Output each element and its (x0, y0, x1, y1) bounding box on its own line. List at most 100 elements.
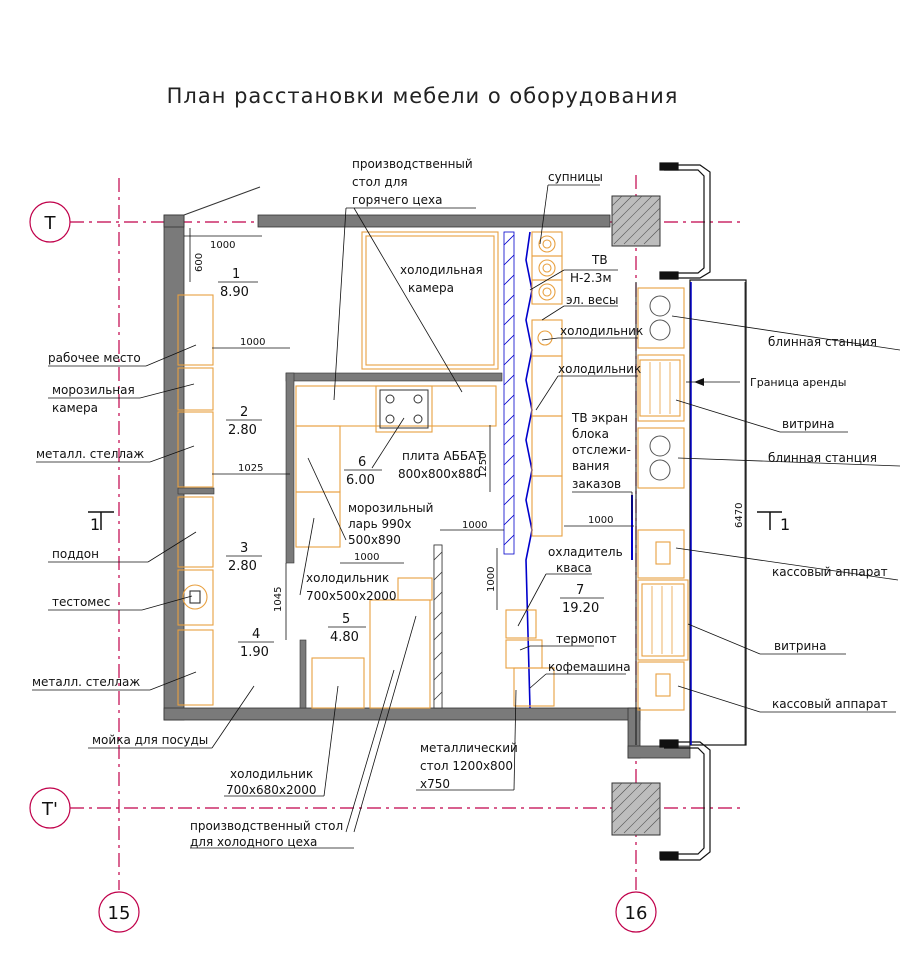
room-4-number: 4 (252, 627, 260, 642)
label-mixer: тестомес (52, 595, 110, 609)
label-freezer-chest-2: ларь 990х (348, 517, 412, 531)
label-cash-2: кассовый аппарат (772, 697, 888, 711)
label-freezer-room-2: камера (52, 401, 98, 415)
label-showcase-2: витрина (774, 639, 826, 653)
label-fridge-4-size: 700х680х2000 (226, 783, 317, 797)
dim-1000-a: 1000 (210, 240, 235, 251)
label-cold-room-1: холодильная (400, 263, 483, 277)
cash-symbols (655, 541, 671, 697)
dim-1025: 1025 (238, 463, 263, 474)
label-kvass-1: охладитель (548, 545, 623, 559)
room-1-area: 8.90 (220, 285, 249, 300)
hatched-walls (503, 231, 515, 555)
label-kvass-2: кваса (556, 561, 592, 575)
label-tv-screen-4: вания (572, 459, 609, 473)
blini-plates (649, 295, 671, 481)
label-thermopot: термопот (556, 632, 617, 646)
room-3-area: 2.80 (228, 559, 257, 574)
label-fridge-3: холодильник (306, 571, 389, 585)
opening-line (183, 186, 261, 216)
lease-arrow-head (694, 378, 704, 386)
columns (611, 195, 661, 836)
room-2-area: 2.80 (228, 423, 257, 438)
axis-16-label: 16 (625, 903, 648, 924)
room-5-number: 5 (342, 612, 350, 627)
dim-1000-f: 1000 (588, 515, 613, 526)
blue-partition (525, 231, 533, 709)
room-5-area: 4.80 (330, 630, 359, 645)
label-stove-2: 800х800х880 (398, 467, 481, 481)
equipment (177, 231, 689, 711)
leader-lines (32, 184, 900, 849)
dimension-lines (184, 228, 746, 745)
dim-1000-e: 1000 (486, 567, 497, 592)
dim-6470: 6470 (734, 503, 745, 528)
drawing-title: План расстановки мебели о оборудования (166, 84, 679, 108)
section-right-label: 1 (780, 515, 790, 534)
label-stove-1: плита АББАТ (402, 449, 484, 463)
label-tv-screen-1: ТВ экран (571, 411, 628, 425)
mixer-symbol (182, 584, 208, 610)
label-lease: Граница аренды (750, 376, 846, 389)
label-tv-screen-3: отслежи- (572, 443, 631, 457)
label-metal-table-3: х750 (420, 777, 450, 791)
label-shelf-2: металл. стеллаж (32, 675, 140, 689)
section-left-label: 1 (90, 515, 100, 534)
outer-walls (163, 214, 691, 759)
label-tv: ТВ (591, 253, 608, 267)
dim-1000-d: 1000 (354, 552, 379, 563)
axis-t-label: T (44, 213, 57, 234)
label-prod-hot-2: стол для (352, 175, 408, 189)
column-hatch (611, 195, 661, 834)
label-tv-screen-5: заказов (572, 477, 621, 491)
label-blini-2: блинная станция (768, 451, 877, 465)
dim-1045: 1045 (273, 587, 284, 612)
label-metal-table-2: стол 1200х800 (420, 759, 513, 773)
dim-600: 600 (194, 253, 205, 272)
label-freezer-chest-1: морозильный (348, 501, 433, 515)
label-prod-cold-1: производственный стол (190, 819, 343, 833)
label-prod-hot-1: производственный (352, 157, 473, 171)
label-fridge-1: холодильник (560, 324, 643, 338)
room-7-area: 19.20 (562, 601, 599, 616)
room-6-number: 6 (358, 455, 366, 470)
label-shelf-1: металл. стеллаж (36, 447, 144, 461)
label-fridge-3-size: 700х500х2000 (306, 589, 397, 603)
axis-t-prime-label: T' (41, 799, 58, 820)
label-tv-screen-2: блока (572, 427, 609, 441)
label-fridge-4: холодильник (230, 767, 313, 781)
label-cash-1: кассовый аппарат (772, 565, 888, 579)
label-showcase-1: витрина (782, 417, 834, 431)
dim-1000-b: 1000 (240, 337, 265, 348)
label-prod-cold-2: для холодного цеха (190, 835, 317, 849)
label-scales: эл. весы (566, 293, 618, 307)
label-prod-hot-3: горячего цеха (352, 193, 442, 207)
soup-kettles (537, 235, 556, 346)
label-soup: супницы (548, 170, 603, 184)
room-1-number: 1 (232, 267, 240, 282)
room-number-lines (218, 281, 604, 643)
label-tv-h: Н-2.3м (570, 271, 612, 285)
label-coffee: кофемашина (548, 660, 631, 674)
room-3-number: 3 (240, 541, 248, 556)
room-7-number: 7 (576, 583, 584, 598)
label-freezer-room-1: морозильная (52, 383, 135, 397)
showcase-lines (649, 362, 673, 654)
label-pallet: поддон (52, 547, 99, 561)
section-marks (88, 511, 782, 530)
dim-1250: 1250 (478, 453, 489, 478)
room-6-area: 6.00 (346, 473, 375, 488)
axis-bubbles (29, 201, 657, 933)
stove-burners (379, 389, 429, 429)
room-2-number: 2 (240, 405, 248, 420)
label-metal-table-1: металлический (420, 741, 518, 755)
window-bays (659, 162, 747, 861)
axis-15-label: 15 (108, 903, 131, 924)
hatched-wall-small (433, 544, 443, 709)
label-blini-1: блинная станция (768, 335, 877, 349)
label-cold-room-2: камера (408, 281, 454, 295)
label-sink: мойка для посуды (92, 733, 208, 747)
label-workplace: рабочее место (48, 351, 141, 365)
dim-1000-c: 1000 (462, 520, 487, 531)
